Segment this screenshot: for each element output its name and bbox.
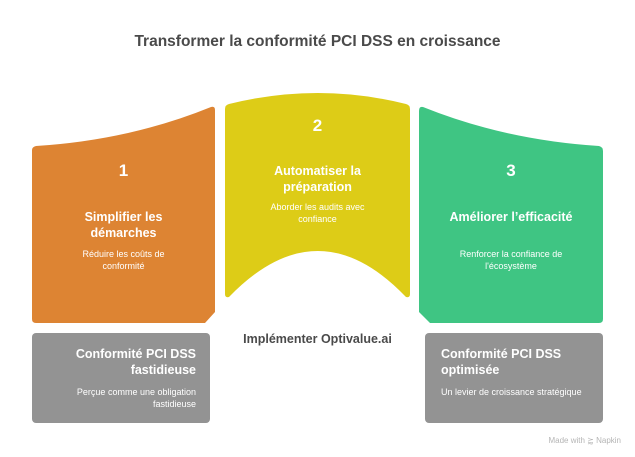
napkin-logo-icon: ⪸ — [587, 436, 594, 445]
step-1-shape — [32, 106, 215, 323]
step-3-shape — [419, 106, 603, 323]
to-state-subtext: Un levier de croissance stratégique — [441, 387, 582, 397]
made-with-napkin-footer: Made with ⪸ Napkin — [548, 436, 621, 445]
step-3-subtext: Renforcer la confiance de l'écosystème — [459, 249, 563, 271]
step-1-heading: Simplifier les démarches — [84, 210, 163, 240]
step-3-number: 3 — [506, 161, 516, 180]
step-2-subtext: Aborder les audits avec confiance — [270, 202, 365, 224]
step-1-number: 1 — [118, 161, 129, 180]
step-2-shape — [225, 93, 410, 298]
to-state-heading: Conformité PCI DSS optimisée — [441, 347, 562, 377]
from-state-heading: Conformité PCI DSS fastidieuse — [75, 347, 196, 377]
from-state-box: Conformité PCI DSS fastidieuse Perçue co… — [32, 333, 210, 423]
step-1-subtext: Réduire les coûts de conformité — [82, 249, 165, 271]
step-3-heading: Améliorer l’efficacité — [449, 210, 573, 224]
from-state-subtext: Perçue comme une obligation fastidieuse — [76, 387, 196, 409]
step-2-number: 2 — [312, 116, 323, 135]
center-label: Implémenter Optivalue.ai — [243, 332, 392, 346]
to-state-box: Conformité PCI DSS optimisée Un levier d… — [425, 333, 603, 423]
made-with-label: Made with — [548, 436, 585, 445]
napkin-brand: Napkin — [596, 436, 621, 445]
step-2-heading: Automatiser la préparation — [274, 164, 361, 194]
diagram-title: Transformer la conformité PCI DSS en cro… — [134, 33, 501, 50]
